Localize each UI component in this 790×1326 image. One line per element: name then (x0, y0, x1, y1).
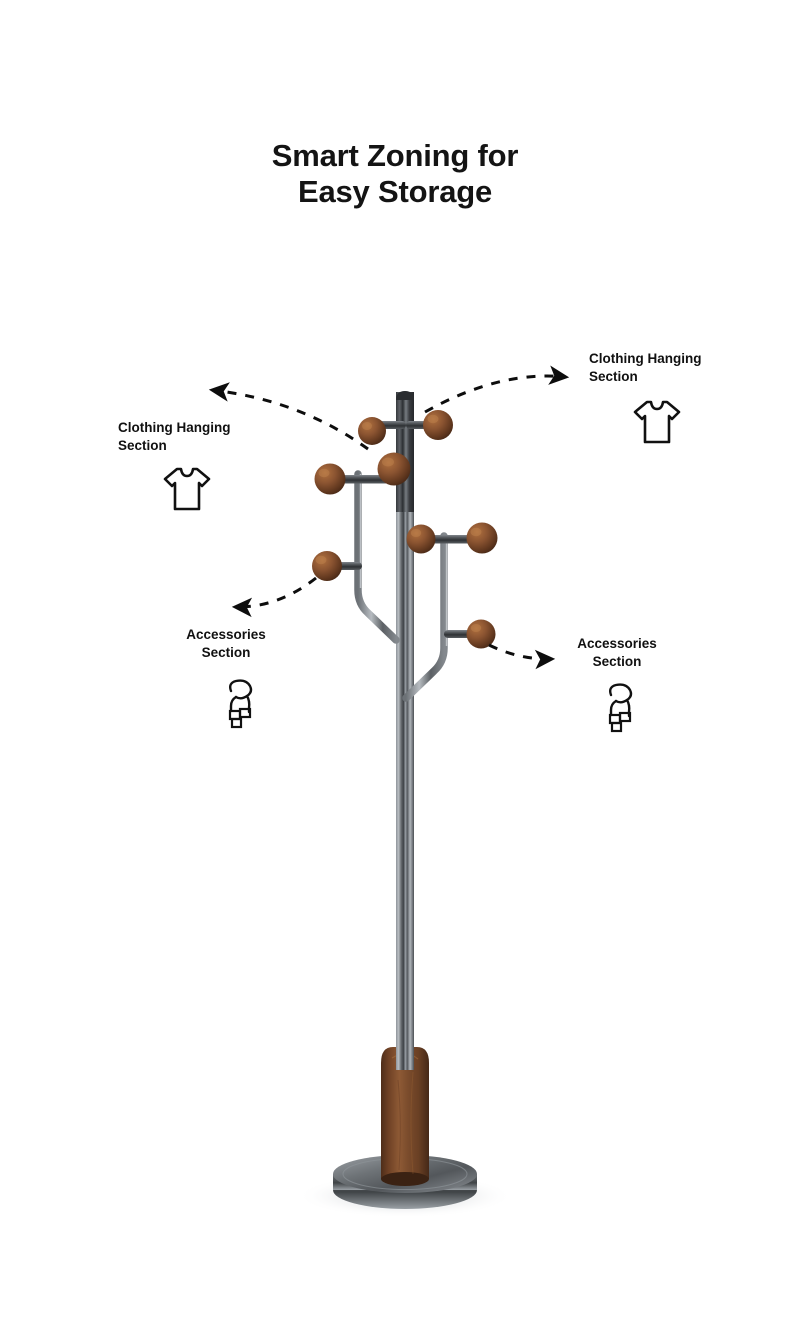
scarf-icon-right (602, 682, 638, 734)
knob (358, 417, 386, 445)
knob (377, 452, 411, 486)
arrow-accessories-left (231, 576, 317, 618)
annotation-arrows (208, 365, 570, 670)
knob (406, 524, 436, 554)
label-clothing-hanging-section-left: Clothing Hanging Section (118, 420, 231, 453)
label-accessories-section-right: Accessories Section (577, 636, 657, 669)
rack-left-rail (354, 470, 400, 644)
knob (466, 619, 496, 649)
label-clothing-hanging-section-right: Clothing Hanging Section (589, 351, 702, 384)
arrow-clothing-left (208, 382, 369, 451)
arrow-accessories-right (488, 643, 556, 670)
knob (466, 522, 498, 554)
rack-right-rail (402, 532, 448, 702)
knob (314, 463, 346, 495)
tshirt-icon-right (631, 398, 683, 446)
knob (312, 551, 342, 581)
page-title-line-2: Easy Storage (297, 173, 493, 209)
arrow-clothing-right (424, 365, 570, 414)
page-title-line-1: Smart Zoning for (271, 138, 519, 173)
tshirt-icon-left (161, 465, 213, 513)
page-title: Smart Zoning for Easy Storage (0, 138, 790, 209)
rack-pole (396, 391, 414, 1070)
rack-knobs (312, 410, 498, 649)
label-accessories-section-left: Accessories Section (186, 627, 266, 660)
knob (423, 410, 453, 440)
wood-collar (381, 1047, 429, 1186)
scarf-icon-left (222, 678, 258, 730)
